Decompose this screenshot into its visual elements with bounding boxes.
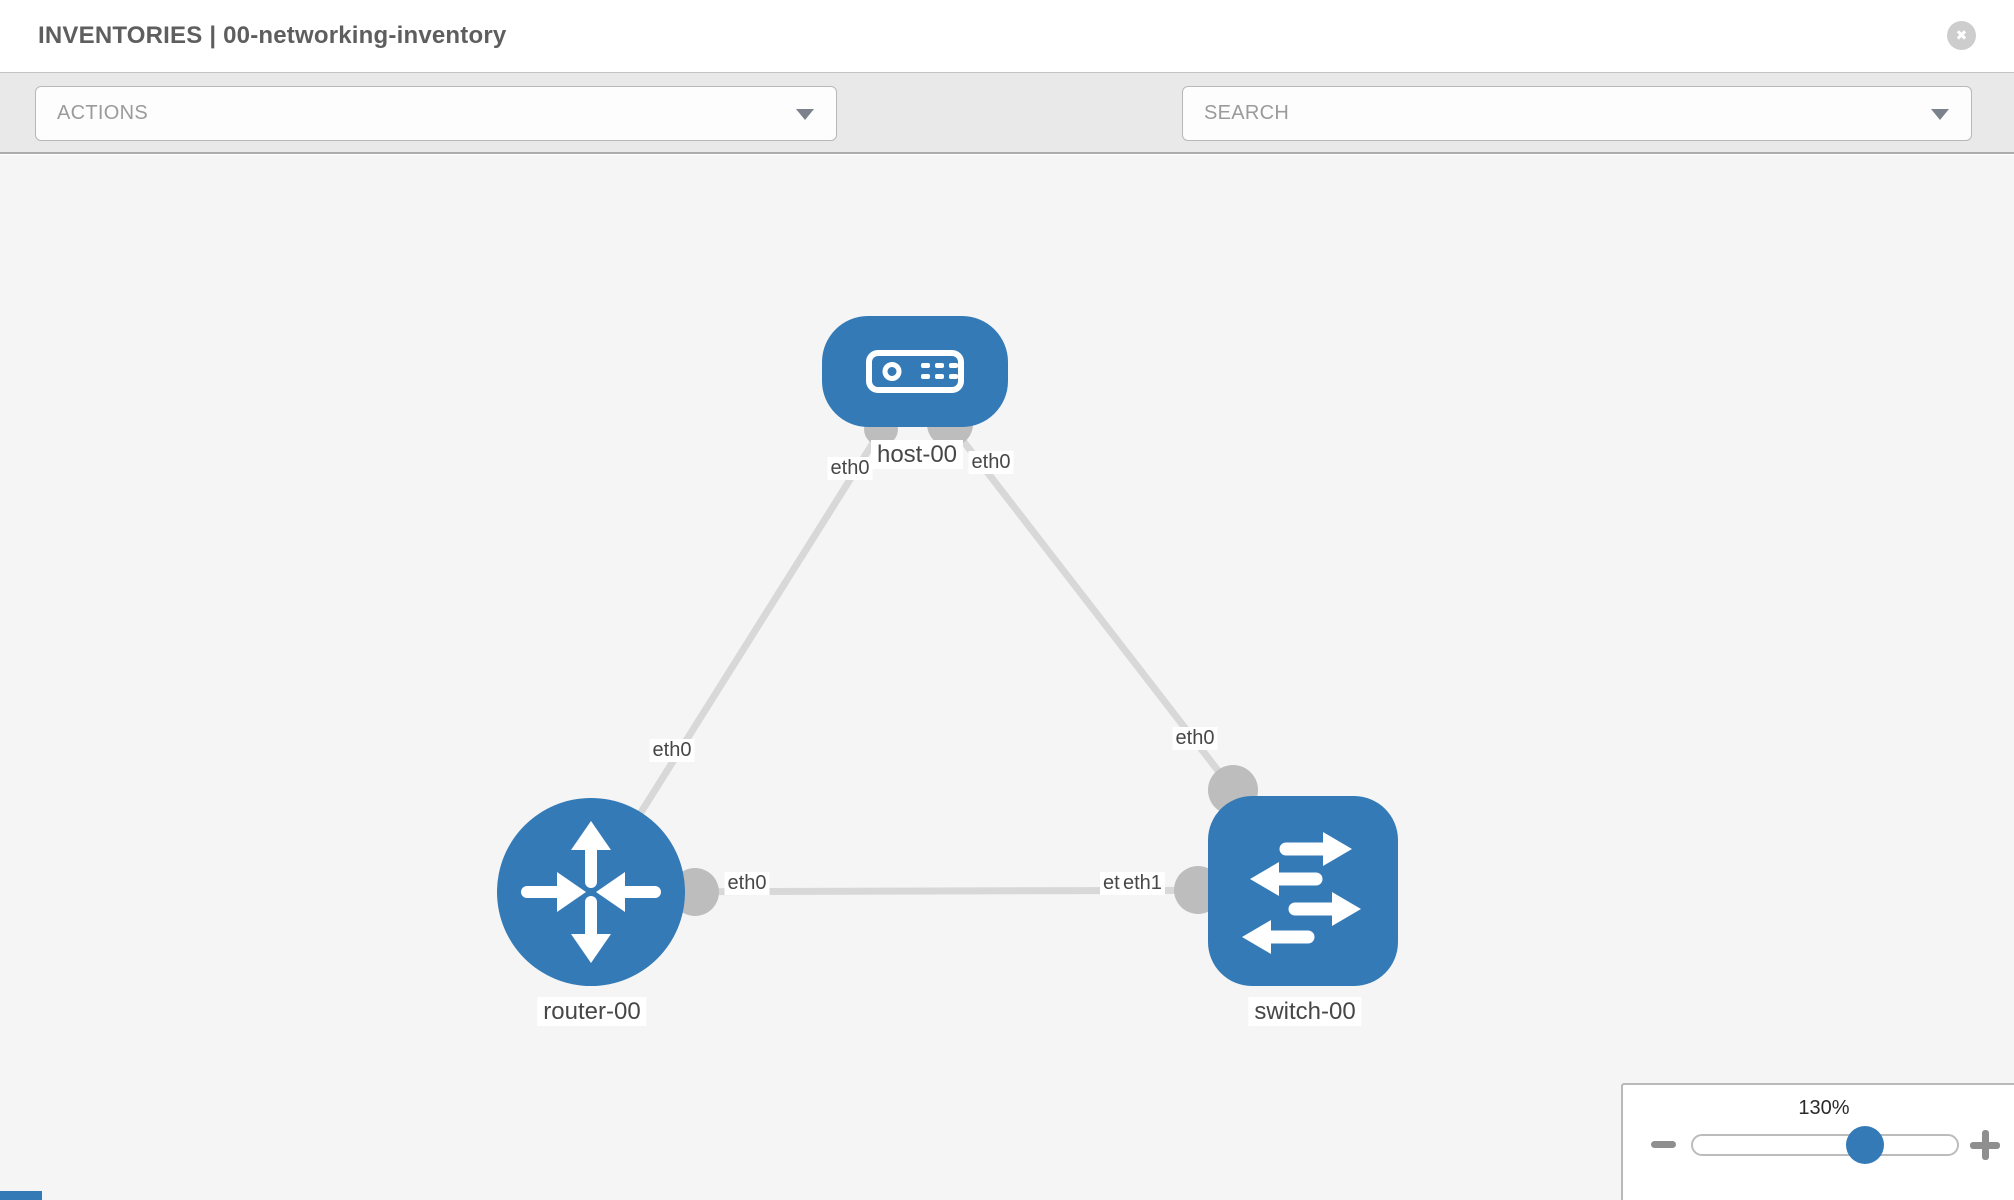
node-label-host: host-00 <box>870 440 964 469</box>
interface-label: eth0 <box>968 451 1014 474</box>
node-label-router: router-00 <box>537 997 647 1026</box>
zoom-level: 130% <box>1798 1097 1850 1119</box>
panel-edge-fragment <box>0 1191 42 1200</box>
zoom-in-button[interactable] <box>1970 1130 2000 1160</box>
search-placeholder: SEARCH <box>1204 102 1290 124</box>
node-router-00[interactable] <box>497 798 685 986</box>
page-header: INVENTORIES | 00-networking-inventory ✖ <box>0 0 2014 72</box>
interface-label: eth0 <box>1172 727 1218 750</box>
node-host-00[interactable] <box>822 316 1008 427</box>
caret-down-icon <box>796 109 814 120</box>
toolbar: ACTIONS SEARCH <box>0 72 2014 196</box>
zoom-control-panel: 130% <box>1621 1083 2014 1200</box>
actions-dropdown[interactable]: ACTIONS <box>35 86 837 141</box>
topology-graph <box>497 316 1398 986</box>
interface-label: eth1 <box>1120 872 1165 895</box>
plus-icon <box>1981 1130 1989 1160</box>
close-icon: ✖ <box>1955 27 1968 43</box>
topology-canvas[interactable] <box>0 155 2014 1200</box>
node-switch-00[interactable] <box>1208 796 1398 986</box>
close-button[interactable]: ✖ <box>1947 21 1976 50</box>
interface-label: eth0 <box>827 457 873 480</box>
interface-label: eth0 <box>724 872 770 895</box>
page-title: INVENTORIES | 00-networking-inventory <box>38 22 507 49</box>
zoom-slider-thumb[interactable] <box>1846 1126 1884 1164</box>
host-icon <box>866 350 964 393</box>
node-label-switch: switch-00 <box>1248 997 1362 1026</box>
zoom-slider-track[interactable] <box>1691 1134 1959 1156</box>
actions-dropdown-label: ACTIONS <box>57 102 148 124</box>
caret-down-icon <box>1931 109 1949 120</box>
interface-label: eth0 <box>649 739 695 762</box>
search-dropdown[interactable]: SEARCH <box>1182 86 1972 141</box>
switch-icon <box>1242 832 1361 954</box>
zoom-out-button[interactable] <box>1651 1141 1676 1148</box>
router-icon <box>521 821 661 963</box>
